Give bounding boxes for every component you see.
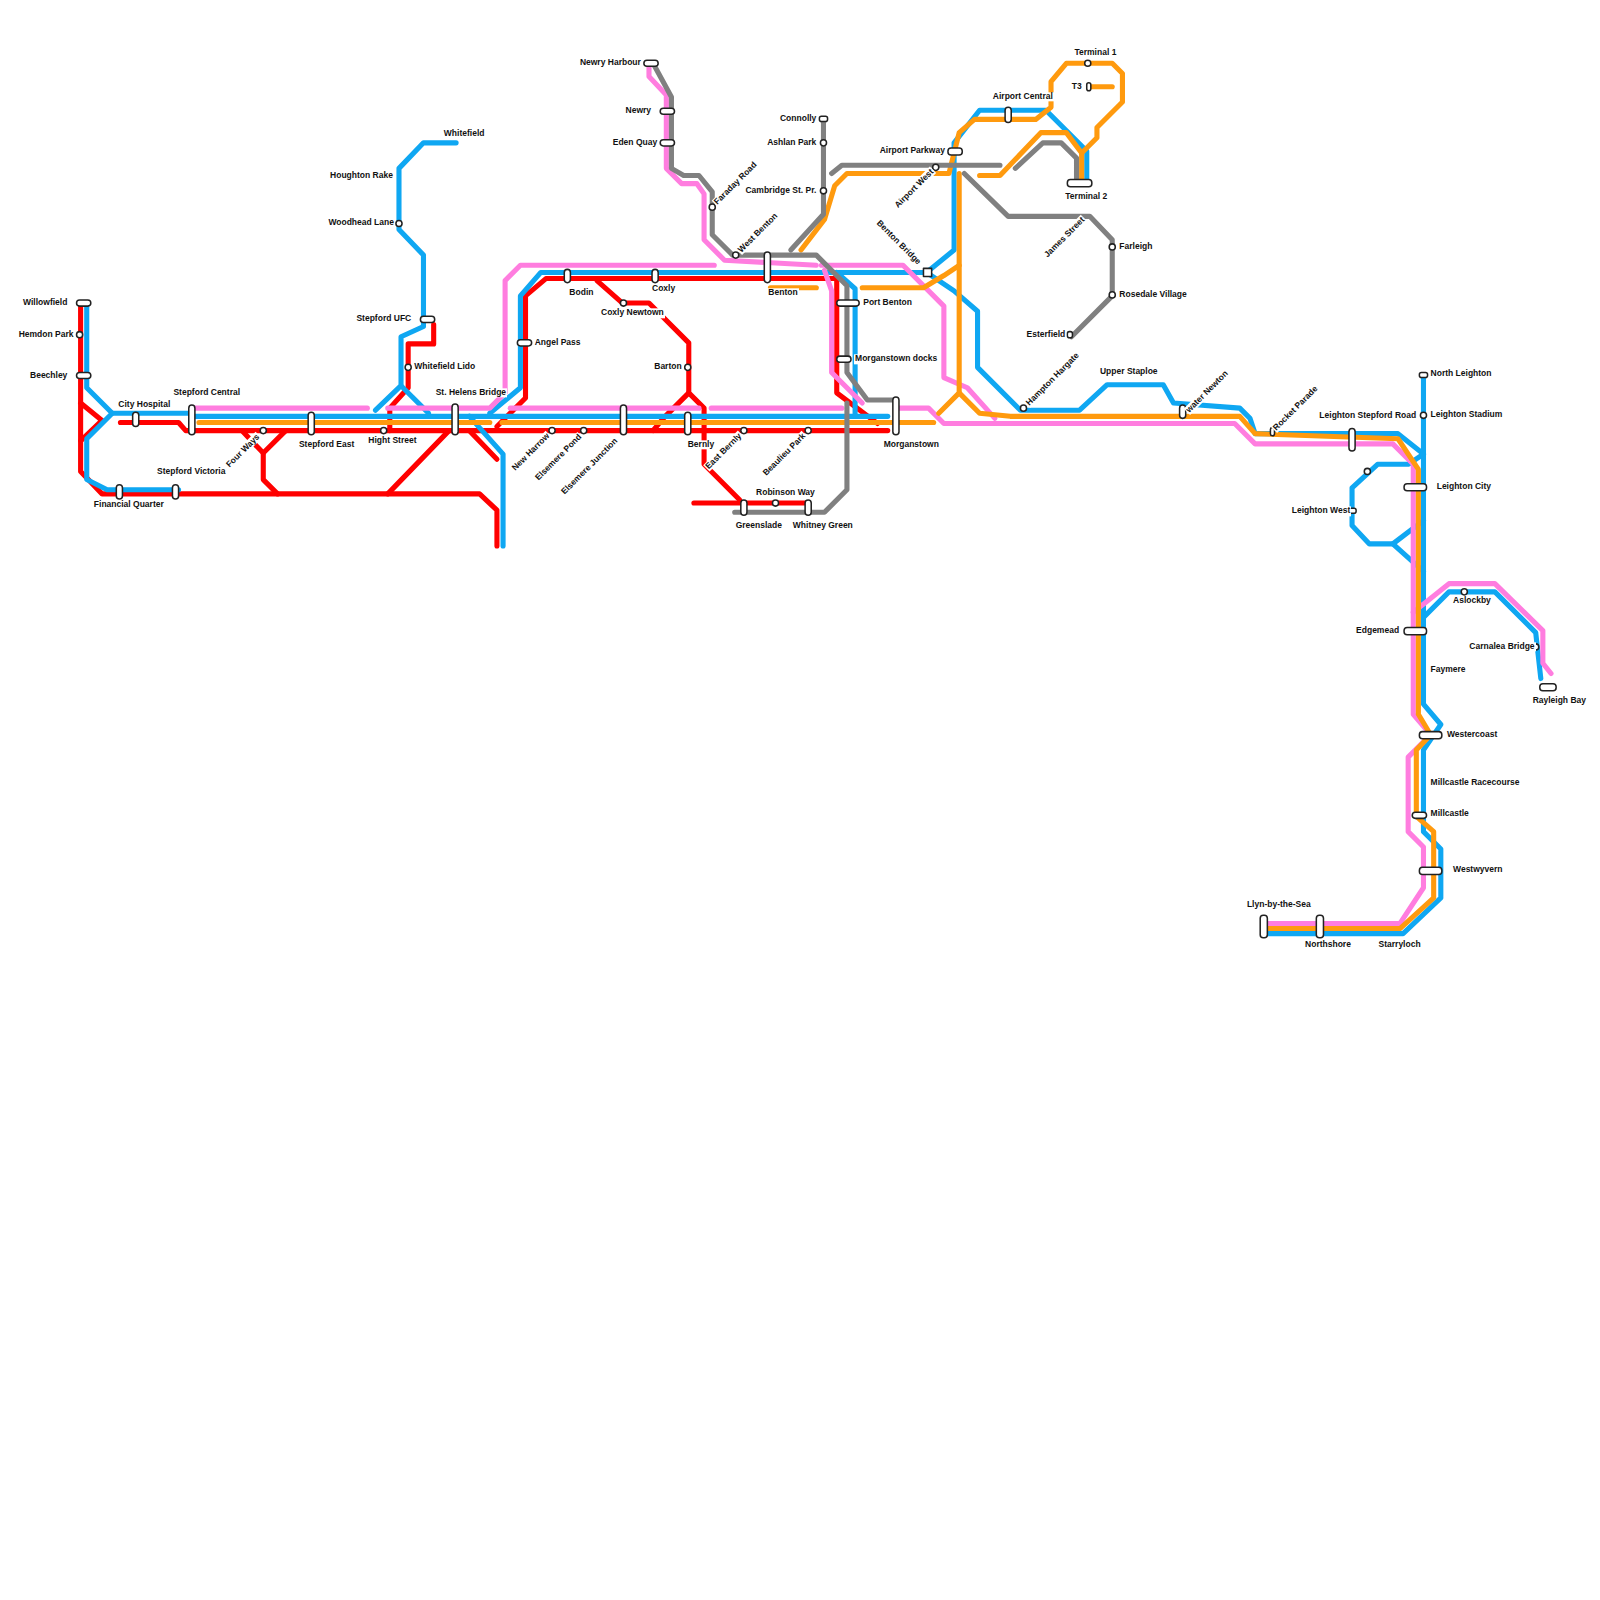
station-label: Morganstown docks bbox=[854, 355, 938, 364]
station-label: Benton Bridge bbox=[874, 218, 923, 267]
station-label: North Leighton bbox=[1430, 370, 1493, 379]
station-label: Eden Quay bbox=[612, 138, 658, 147]
station-label: Westwyvern bbox=[1452, 866, 1503, 875]
station-label: Carnalea Bridge bbox=[1468, 642, 1535, 651]
station-label: Airport Parkway bbox=[879, 146, 946, 155]
station-label: Bodin bbox=[568, 288, 594, 297]
station-label: Hemdon Park bbox=[18, 330, 75, 339]
station-label: Leighton Stepford Road bbox=[1318, 412, 1417, 421]
station-label: East Bernly bbox=[703, 430, 744, 471]
station-label: Stepford UFC bbox=[355, 315, 412, 324]
station-label: Connolly bbox=[779, 115, 817, 124]
station-label: Port Benton bbox=[862, 298, 913, 307]
station-label: Stepford Victoria bbox=[156, 468, 226, 477]
station-label: Farleigh bbox=[1118, 242, 1153, 251]
station-label: Financial Quarter bbox=[93, 500, 165, 509]
station-label: Upper Staploe bbox=[1099, 368, 1159, 377]
station-label: Hight Street bbox=[367, 436, 417, 445]
station-label: West Benton bbox=[735, 211, 780, 256]
station-label: Starryloch bbox=[1378, 940, 1422, 949]
station-label: Coxly bbox=[651, 284, 676, 293]
station-label: Benton bbox=[767, 288, 798, 297]
station-label: Rosedale Village bbox=[1118, 290, 1187, 299]
station-label: Beaulieu Park bbox=[761, 430, 809, 478]
station-label: Westercoast bbox=[1446, 730, 1498, 739]
station-label: Whitney Green bbox=[792, 521, 854, 530]
station-label: Terminal 1 bbox=[1073, 48, 1117, 57]
station-label: Whitefield bbox=[443, 129, 486, 138]
station-label: Woodhead Lane bbox=[327, 219, 395, 228]
station-label: Whitefield Lido bbox=[413, 363, 476, 372]
station-label: Greenslade bbox=[735, 521, 783, 530]
station-label: Rayleigh Bay bbox=[1532, 696, 1587, 705]
station-label: Angel Pass bbox=[534, 338, 582, 347]
station-label: Newry Harbour bbox=[579, 59, 642, 68]
station-label: Leighton City bbox=[1436, 482, 1492, 491]
station-label: Terminal 2 bbox=[1064, 192, 1108, 201]
station-label: Esterfield bbox=[1026, 330, 1067, 339]
station-label: Beechley bbox=[29, 371, 68, 380]
station-label: Houghton Rake bbox=[329, 171, 394, 180]
station-label: Bernly bbox=[687, 440, 715, 449]
station-label: James Street bbox=[1042, 215, 1087, 260]
station-label: Llyn-by-the-Sea bbox=[1246, 900, 1312, 909]
station-label: T3 bbox=[1071, 82, 1083, 91]
station-label: Airport Central bbox=[992, 92, 1054, 101]
station-label: St. Helens Bridge bbox=[435, 388, 507, 397]
station-label: Four Ways bbox=[224, 431, 263, 470]
station-label: Millcastle bbox=[1430, 810, 1470, 819]
station-label: Willowfield bbox=[22, 298, 68, 307]
station-label: Rocket Parade bbox=[1271, 383, 1321, 433]
station-label: Cambridge St. Pr. bbox=[744, 186, 817, 195]
station-label: Coxly Newtown bbox=[600, 309, 665, 318]
station-label: Stepford Central bbox=[172, 388, 241, 397]
station-label: Northshore bbox=[1304, 940, 1352, 949]
station-label: Aslockby bbox=[1452, 596, 1492, 605]
station-label: Faraday Road bbox=[712, 160, 760, 208]
station-label: Leighton West bbox=[1291, 507, 1351, 516]
station-label: Ashlan Park bbox=[766, 138, 817, 147]
station-label: Faymere bbox=[1430, 666, 1467, 675]
station-label: Robinson Way bbox=[755, 488, 816, 497]
station-label: Hampton Hargate bbox=[1023, 350, 1081, 408]
station-label: Edgemead bbox=[1355, 626, 1400, 635]
station-label: Barton bbox=[653, 363, 682, 372]
station-label: Morganstown bbox=[883, 440, 940, 449]
station-label: City Hospital bbox=[117, 400, 171, 409]
station-label: Newry bbox=[625, 107, 653, 116]
station-label: Stepford East bbox=[298, 440, 355, 449]
station-label: Millcastle Racecourse bbox=[1430, 778, 1521, 787]
station-label: Leighton Stadium bbox=[1430, 411, 1504, 420]
